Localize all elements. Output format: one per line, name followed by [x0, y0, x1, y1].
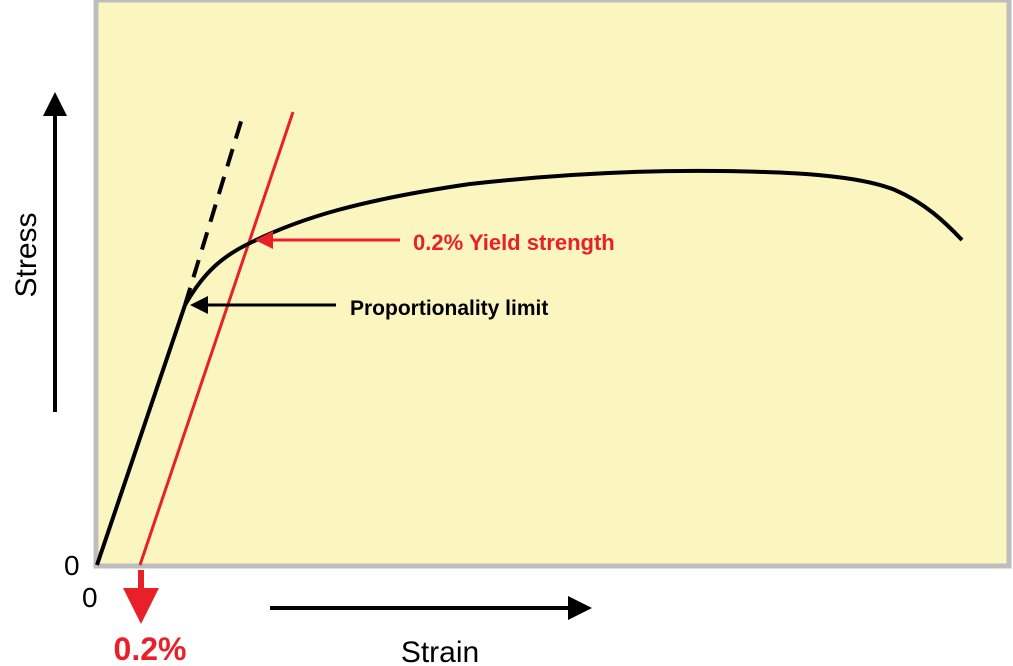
yield-strength-label: 0.2% Yield strength	[413, 230, 615, 255]
offset-line	[138, 111, 295, 566]
offset-label: 0.2%	[114, 631, 187, 666]
elastic-line	[95, 304, 187, 566]
proportionality-limit-label: Proportionality limit	[350, 297, 548, 320]
strain-axis-label: Strain	[401, 636, 479, 666]
stress-axis-label: Stress	[10, 212, 43, 297]
x-origin-label: 0	[82, 582, 98, 613]
y-origin-label: 0	[64, 550, 80, 581]
elastic-extension-dashed	[183, 114, 245, 306]
stress-strain-curve	[183, 168, 964, 306]
plot-area	[93, 0, 1012, 569]
